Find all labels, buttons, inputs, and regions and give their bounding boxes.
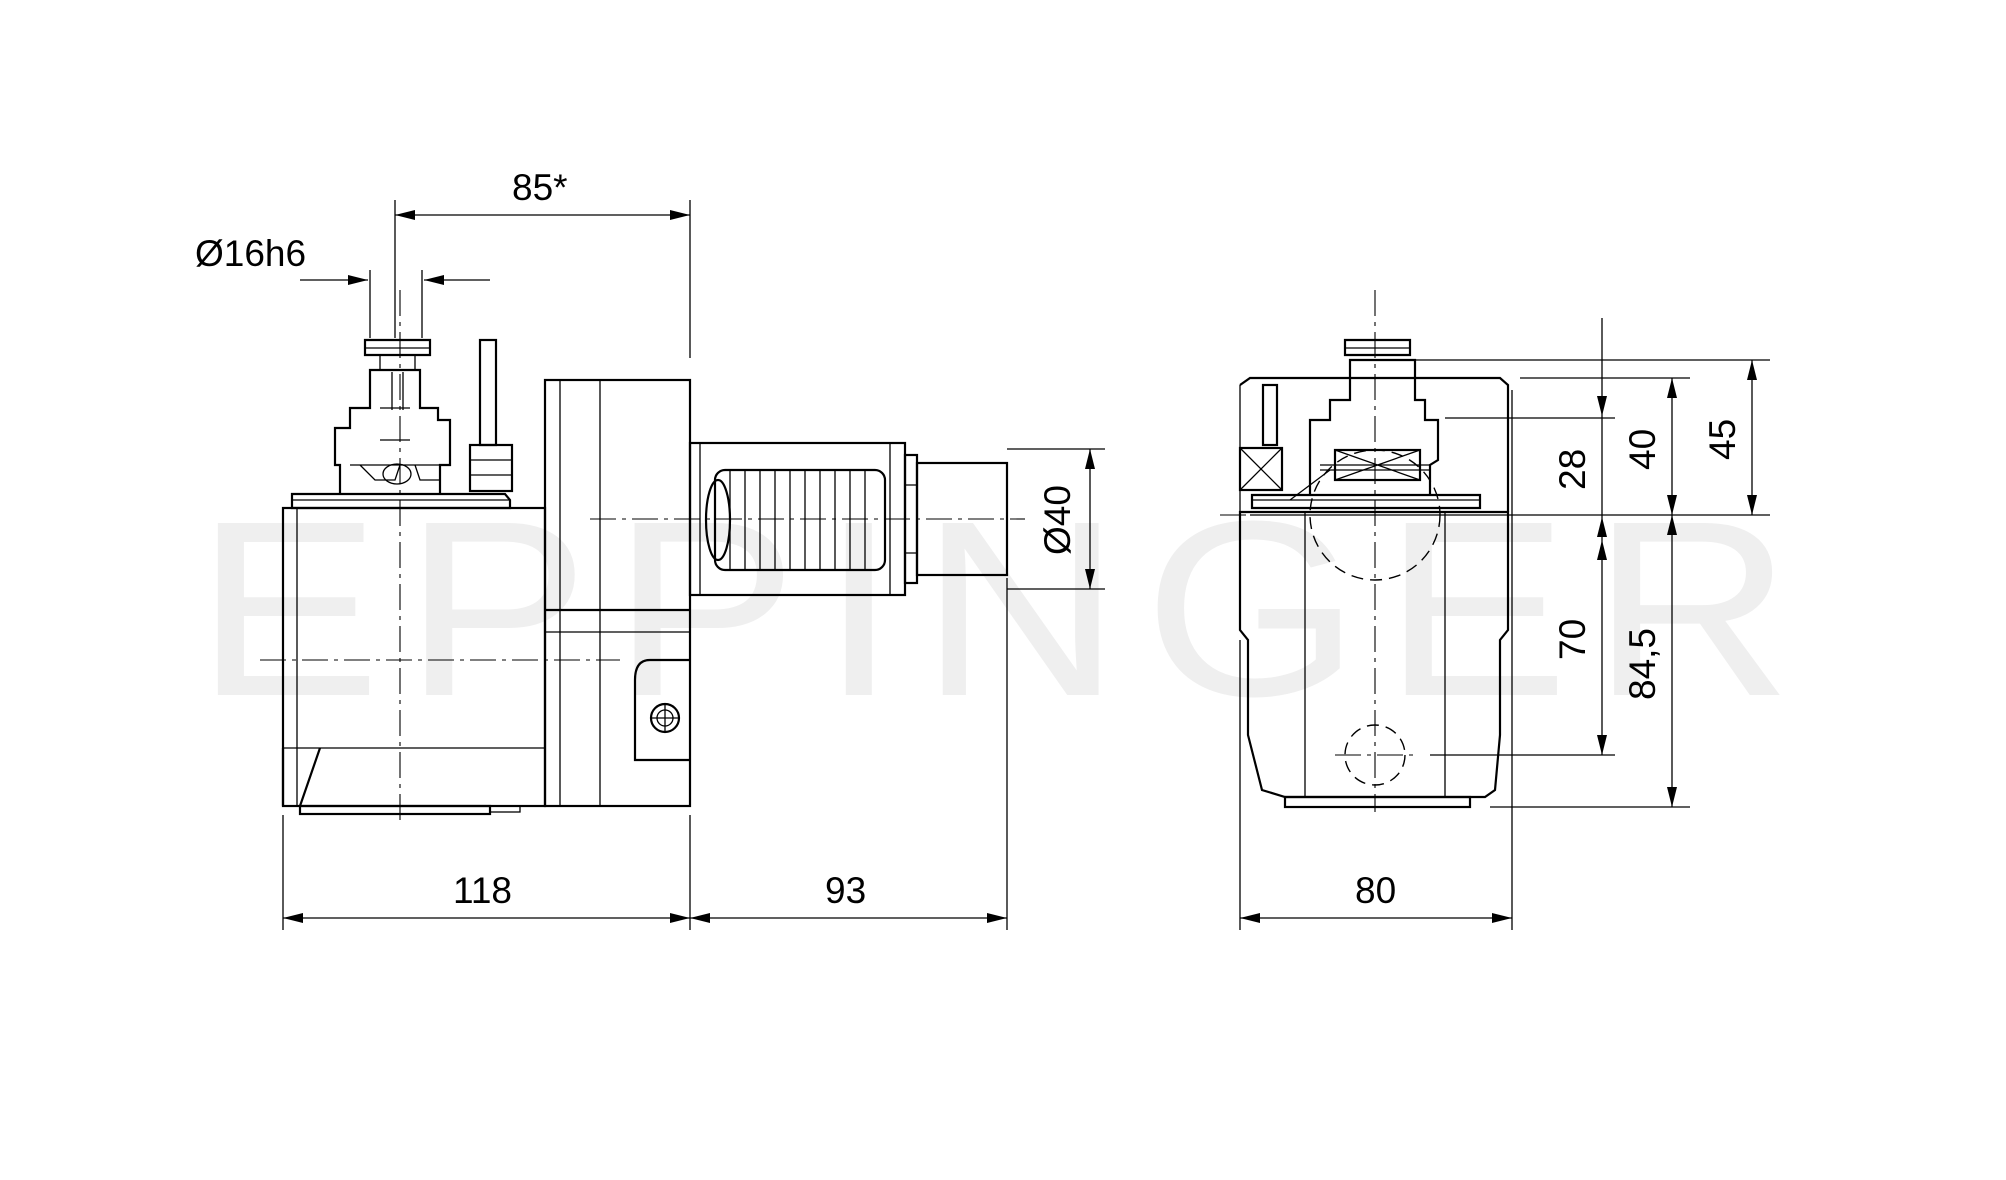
side-clamp	[333, 368, 452, 494]
dim-offset: 85*	[512, 167, 568, 208]
dim-spindle-length: 93	[825, 870, 866, 911]
side-lock-screw	[633, 658, 690, 762]
side-knob	[363, 338, 432, 357]
front-flange	[1250, 493, 1482, 510]
side-top-flange	[290, 492, 512, 510]
brand-watermark: EPPINGER	[195, 469, 1815, 748]
front-body	[1238, 510, 1510, 799]
side-dimensions: Ø16h6 85* 118 93 Ø40	[195, 167, 1105, 930]
dim-body-width: 80	[1355, 870, 1396, 911]
dim-spindle-diameter: Ø40	[1037, 485, 1078, 555]
front-hex-nut	[1238, 446, 1284, 492]
dim-height-28: 28	[1552, 449, 1593, 490]
dim-depth-70: 70	[1552, 619, 1593, 660]
dim-height-40: 40	[1622, 429, 1663, 470]
side-pin	[478, 338, 498, 447]
dim-height-45: 45	[1702, 419, 1743, 460]
front-base-plate	[1283, 795, 1472, 809]
front-dimensions: 80 28 40 45 70 84,5	[1239, 318, 1770, 930]
dim-shank-diameter: Ø16h6	[195, 233, 306, 274]
front-knob	[1343, 338, 1412, 357]
dim-body-length: 118	[453, 870, 512, 911]
dim-depth-84-5: 84,5	[1622, 628, 1663, 700]
front-clamp	[1308, 358, 1440, 495]
side-base-plate	[298, 804, 492, 816]
front-pin	[1261, 383, 1279, 447]
side-view	[260, 290, 1025, 820]
